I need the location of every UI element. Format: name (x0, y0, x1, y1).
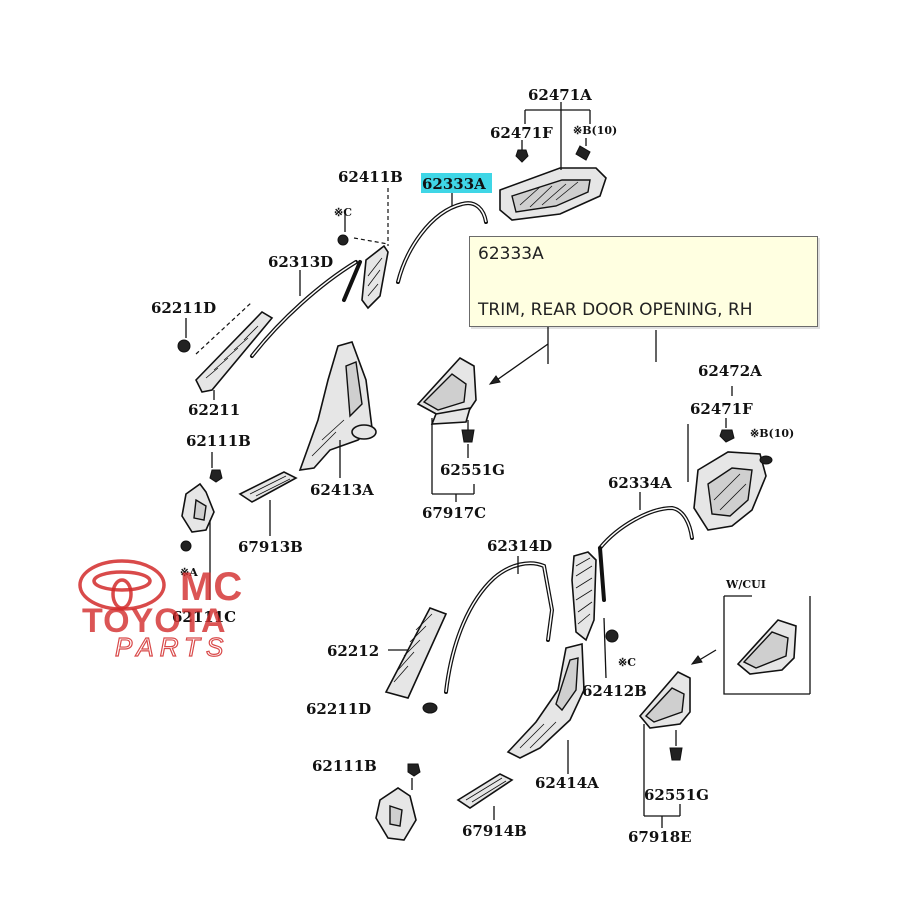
label-62471F-top[interactable]: 62471F (490, 124, 553, 142)
part-tooltip: 62333A TRIM, REAR DOOR OPENING, RH (469, 236, 818, 327)
watermark-line1: MC (180, 565, 242, 609)
clip-icon (719, 429, 735, 443)
tooltip-part-number: 62333A (478, 244, 544, 264)
clip-icon (461, 429, 475, 443)
part-62411B-drawing (361, 244, 389, 310)
label-62211D-top[interactable]: 62211D (151, 299, 216, 317)
watermark: MC TOYOTA PARTS (78, 559, 242, 663)
part-62472A-drawing (693, 451, 767, 531)
label-62551G-top[interactable]: 62551G (440, 461, 505, 479)
clip-icon (422, 702, 438, 714)
note-a: ※A (180, 566, 198, 579)
watermark-line3: PARTS (115, 632, 229, 662)
label-62334A[interactable]: 62334A (608, 474, 672, 492)
label-62333A[interactable]: 62333A (422, 175, 486, 193)
wcui-inset (723, 595, 811, 695)
label-62471A[interactable]: 62471A (528, 86, 592, 104)
label-67917C[interactable]: 67917C (422, 504, 486, 522)
label-62472A[interactable]: 62472A (698, 362, 762, 380)
part-62471A-drawing (499, 167, 607, 221)
label-62413A[interactable]: 62413A (310, 481, 374, 499)
label-62551G-bottom[interactable]: 62551G (644, 786, 709, 804)
clip-icon (180, 540, 192, 552)
label-62111B-bottom[interactable]: 62111B (312, 757, 377, 775)
note-b10-right: ※B(10) (750, 427, 794, 440)
clip-icon (669, 747, 683, 761)
watermark-line2: TOYOTA (82, 602, 227, 640)
label-67913B[interactable]: 67913B (238, 538, 303, 556)
clip-icon (337, 234, 349, 246)
part-62413A-drawing (298, 341, 377, 471)
note-c-top: ※C (334, 206, 352, 219)
label-62314D[interactable]: 62314D (487, 537, 552, 555)
part-67914B-drawing (456, 773, 514, 809)
label-62211[interactable]: 62211 (188, 401, 240, 419)
part-67917C-drawing (416, 356, 477, 425)
note-wcui: W/CUI (725, 578, 766, 591)
label-62411B[interactable]: 62411B (338, 168, 403, 186)
toyota-logo-icon (78, 559, 166, 611)
part-62414A-drawing (506, 642, 585, 759)
label-62211D-bottom[interactable]: 62211D (306, 700, 371, 718)
label-62471F-right[interactable]: 62471F (690, 400, 753, 418)
part-62314D-drawing (444, 561, 555, 694)
note-c-mid: ※C (618, 656, 636, 669)
part-62313D-drawing (250, 260, 362, 358)
part-62212-drawing (384, 607, 448, 699)
clip-icon (605, 629, 619, 643)
label-62313D[interactable]: 62313D (268, 253, 333, 271)
screw-icon (759, 455, 773, 465)
clip-icon (209, 469, 223, 483)
part-67913B-drawing (238, 471, 298, 503)
label-62414A[interactable]: 62414A (535, 774, 599, 792)
part-62412B-drawing (571, 551, 597, 642)
part-62111B-drawing (181, 482, 215, 533)
label-62212[interactable]: 62212 (327, 642, 379, 660)
note-b10-top: ※B(10) (573, 124, 617, 137)
label-67918E[interactable]: 67918E (628, 828, 692, 846)
part-62111B-lower-drawing (375, 787, 417, 841)
highlight-marker (421, 173, 492, 193)
part-67918E-drawing (638, 671, 691, 729)
clip-icon (407, 763, 421, 777)
part-62211-drawing (195, 301, 274, 393)
part-62333A-drawing (396, 201, 488, 284)
tooltip-part-description: TRIM, REAR DOOR OPENING, RH (478, 300, 753, 320)
screw-icon (575, 145, 591, 161)
label-67914B[interactable]: 67914B (462, 822, 527, 840)
label-62111B-top[interactable]: 62111B (186, 432, 251, 450)
part-62334A-drawing (598, 505, 694, 602)
label-62111C[interactable]: 62111C (172, 608, 236, 626)
clip-icon (515, 149, 529, 163)
label-62412B[interactable]: 62412B (582, 682, 647, 700)
clip-icon (177, 339, 191, 353)
